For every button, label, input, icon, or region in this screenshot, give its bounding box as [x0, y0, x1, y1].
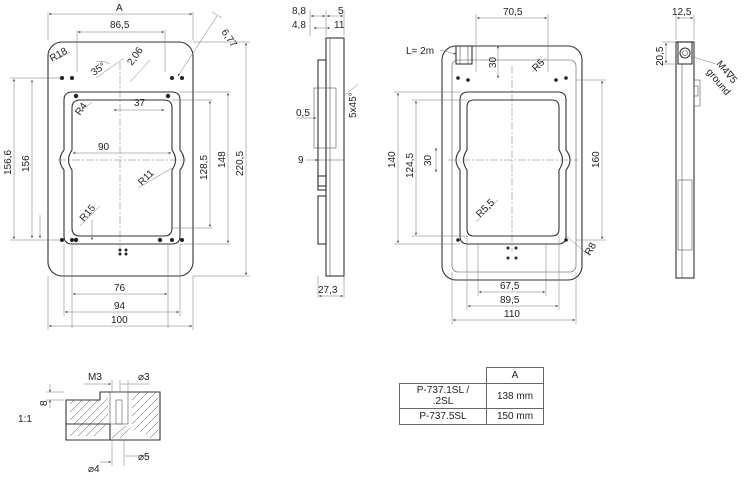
dim-128-5: 128,5: [199, 155, 210, 180]
dim-r8: R8: [583, 241, 599, 258]
dim-37: 37: [134, 98, 146, 109]
dim-dia5: ⌀5: [138, 452, 150, 463]
dim-dia3: ⌀3: [138, 372, 150, 383]
right-view: 12,5 20,5 M4∇5 ground: [655, 7, 739, 279]
cable-length: L= 2m: [406, 46, 434, 57]
table-row: P-737.5SL 150 mm: [399, 408, 544, 425]
dim-6-77: 6,77: [219, 27, 239, 50]
detail-hatching: [69, 391, 159, 439]
dim-67-5: 67,5: [500, 281, 520, 292]
detail-view: M3 ⌀3 8 1:1 ⌀4 ⌀5: [18, 372, 161, 475]
dim-5x45: 5x45°: [348, 92, 359, 118]
dim-r18: R18: [48, 46, 70, 65]
dim-r11: R11: [136, 168, 157, 189]
dim-5: 5: [338, 6, 344, 17]
dim-8-8: 8,8: [292, 6, 306, 17]
dim-70-5: 70,5: [503, 7, 523, 18]
dim-30-top: 30: [488, 56, 499, 68]
dim-94: 94: [114, 301, 126, 312]
spec-table: A P-737.1SL / .2SL 138 mm P-737.5SL 150 …: [399, 367, 544, 425]
dim-11: 11: [334, 20, 345, 31]
dim-8: 8: [39, 400, 50, 406]
dim-r5-5: R5,5: [474, 197, 497, 220]
dim-76: 76: [114, 283, 126, 294]
dim-110: 110: [504, 309, 520, 320]
dim-width-a: A: [116, 3, 123, 14]
table-row: P-737.1SL / .2SL 138 mm: [399, 383, 544, 409]
dim-m3: M3: [88, 372, 102, 383]
detail-scale: 1:1: [18, 414, 32, 425]
dim-r15: R15: [78, 202, 99, 223]
dim-140: 140: [387, 151, 398, 168]
dim-r5: R5: [530, 57, 547, 74]
spec-table-corner: [399, 367, 487, 384]
dim-100: 100: [111, 315, 128, 326]
spec-value: 138 mm: [486, 383, 544, 409]
dim-2-06: 2,06: [125, 45, 145, 68]
spec-model: P-737.1SL / .2SL: [399, 383, 487, 409]
dim-90: 90: [98, 142, 110, 153]
spec-header-a: A: [486, 367, 544, 384]
dim-4-8: 4,8: [292, 20, 306, 31]
front-view: A 86,5 6,77 R18 35° 2,06 R4 37 156,6 156: [3, 3, 250, 330]
spec-value: 150 mm: [486, 408, 544, 425]
dim-89-5: 89,5: [500, 295, 520, 306]
dim-148: 148: [217, 151, 228, 168]
dim-35deg: 35°: [89, 61, 108, 79]
dim-124-5: 124,5: [405, 153, 416, 178]
dim-12-5: 12,5: [672, 7, 692, 18]
dim-20-5: 20,5: [655, 46, 666, 66]
back-view: L= 2m 70,5 30 R5 140 124,5 30: [387, 7, 606, 324]
spec-model: P-737.5SL: [399, 408, 487, 425]
dim-220-5: 220,5: [235, 151, 246, 176]
spec-table-header: A: [399, 367, 544, 384]
dim-30-mid: 30: [423, 154, 434, 166]
dim-9: 9: [298, 155, 304, 166]
side-view: 8,8 5 4,8 11 0,5 5x45° 9 27,3: [292, 6, 359, 298]
dim-0-5: 0,5: [296, 108, 310, 119]
dim-156: 156: [21, 155, 32, 172]
dim-27-3: 27,3: [318, 285, 338, 296]
dim-156-6: 156,6: [3, 150, 14, 175]
dim-r4: R4: [73, 101, 90, 118]
dim-160: 160: [591, 151, 602, 168]
dim-dia4: ⌀4: [88, 464, 100, 475]
dim-86-5: 86,5: [110, 20, 130, 31]
